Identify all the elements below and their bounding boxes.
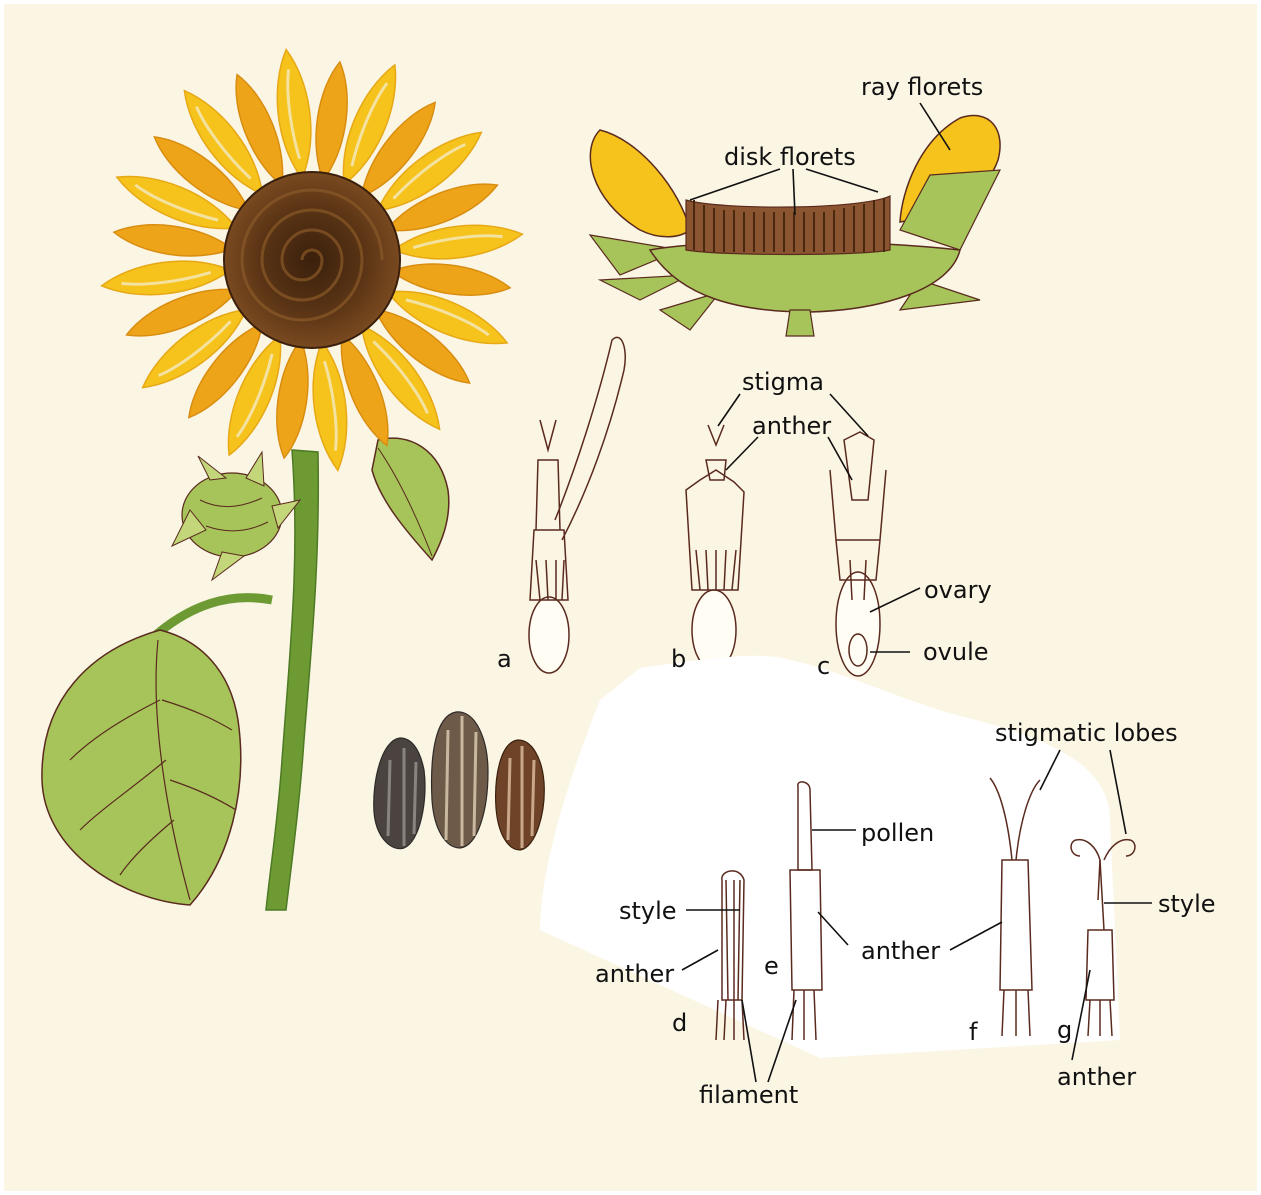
seed-large bbox=[432, 712, 488, 848]
label-floret-b: b bbox=[671, 647, 686, 671]
label-stamen-f: f bbox=[969, 1020, 977, 1044]
label-filament: filament bbox=[699, 1083, 798, 1107]
label-floret-a: a bbox=[497, 647, 512, 671]
flower-disk bbox=[224, 172, 400, 348]
label-stigma: stigma bbox=[742, 370, 824, 394]
label-anther-top: anther bbox=[752, 414, 831, 438]
label-style-g: style bbox=[1158, 892, 1216, 916]
label-stamen-d: d bbox=[672, 1011, 687, 1035]
label-ovary: ovary bbox=[924, 578, 992, 602]
label-anther-mid: anther bbox=[861, 939, 940, 963]
label-anther-g: anther bbox=[1057, 1065, 1136, 1089]
label-floret-c: c bbox=[817, 654, 830, 678]
label-disk-florets: disk florets bbox=[724, 145, 856, 169]
label-stamen-g: g bbox=[1057, 1018, 1072, 1042]
label-stamen-e: e bbox=[764, 954, 779, 978]
label-anther-d: anther bbox=[595, 962, 674, 986]
label-ray-florets: ray florets bbox=[861, 75, 983, 99]
label-ovule: ovule bbox=[923, 640, 989, 664]
label-stigmatic-lobes: stigmatic lobes bbox=[995, 721, 1178, 745]
label-pollen: pollen bbox=[861, 821, 934, 845]
label-style-d: style bbox=[619, 899, 677, 923]
